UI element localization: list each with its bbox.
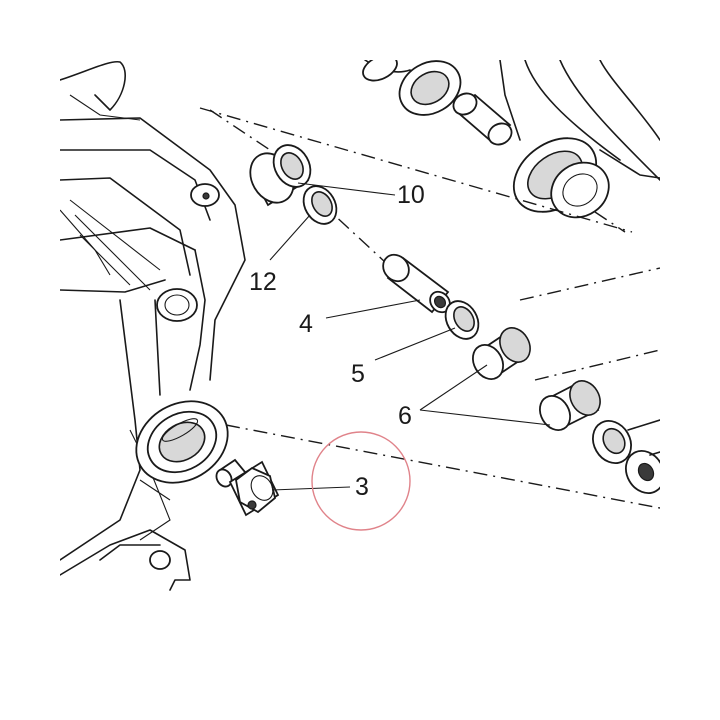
label-part-5: 5	[351, 360, 365, 388]
part-6-bushing-lower	[539, 380, 660, 494]
highlight-circle	[311, 431, 411, 531]
frame-housing	[60, 60, 246, 591]
part-3-bolt	[215, 458, 280, 517]
label-part-6: 6	[398, 402, 412, 430]
leader-lines	[269, 182, 551, 491]
label-part-3: 3	[355, 473, 369, 501]
part-12-seal	[302, 185, 338, 225]
part-6-bushing-upper	[472, 327, 531, 380]
axis-lines	[199, 107, 660, 509]
swingarm	[362, 60, 660, 219]
part-4-sleeve	[382, 253, 451, 314]
pivot-bore	[135, 400, 229, 484]
part-5-washer	[444, 300, 480, 340]
label-part-12: 12	[249, 268, 277, 296]
part-10-bearing	[249, 144, 312, 207]
label-part-10: 10	[397, 181, 425, 209]
label-part-4: 4	[299, 310, 313, 338]
